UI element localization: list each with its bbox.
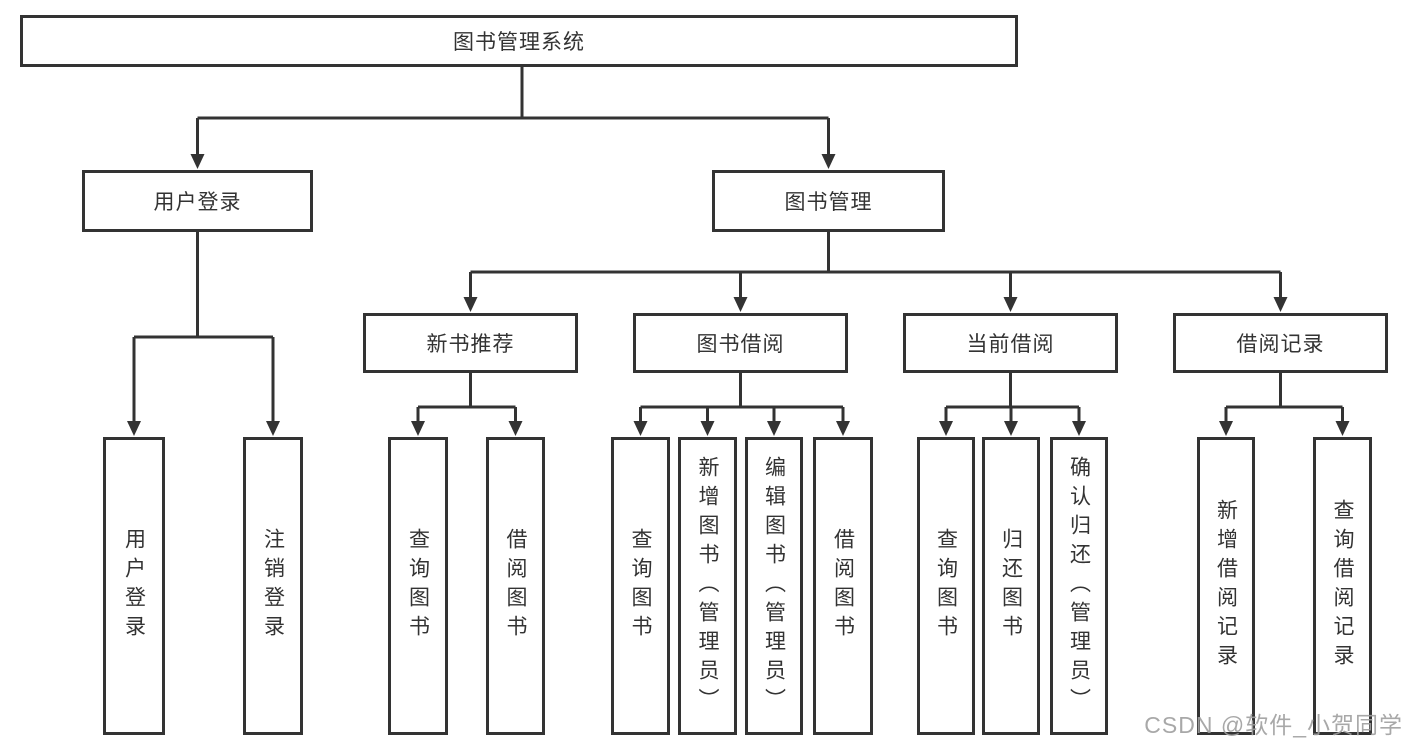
node-borrowing-records: 借阅记录 [1173, 313, 1388, 373]
leaf-edit-books-admin: 编辑图书（管理员） [745, 437, 803, 735]
node-library-management-system: 图书管理系统 [20, 15, 1018, 67]
leaf-query-books-current: 查询图书 [917, 437, 975, 735]
node-label: 图书管理系统 [453, 31, 585, 54]
leaf-label: 查询借阅记录 [1331, 499, 1354, 673]
node-new-book-recommendation: 新书推荐 [363, 313, 578, 373]
node-book-borrowing: 图书借阅 [633, 313, 848, 373]
node-current-borrowing: 当前借阅 [903, 313, 1118, 373]
leaf-borrow-books-newbooks: 借阅图书 [486, 437, 545, 735]
leaf-add-books-admin: 新增图书（管理员） [678, 437, 737, 735]
leaf-confirm-return-admin: 确认归还（管理员） [1050, 437, 1108, 735]
leaf-label: 借阅图书 [504, 528, 527, 644]
node-user-login: 用户登录 [82, 170, 313, 232]
node-label: 当前借阅 [966, 333, 1055, 356]
leaf-logout: 注销登录 [243, 437, 303, 735]
leaf-label: 归还图书 [999, 528, 1023, 644]
leaf-query-books-newbooks: 查询图书 [388, 437, 448, 735]
leaf-query-books-borrowing: 查询图书 [611, 437, 670, 735]
leaf-label: 新增图书（管理员） [696, 455, 719, 717]
leaf-label: 用户登录 [122, 528, 146, 644]
node-book-management: 图书管理 [712, 170, 945, 232]
node-label: 新书推荐 [426, 333, 515, 356]
leaf-label: 查询图书 [629, 528, 652, 644]
node-label: 图书借阅 [696, 333, 785, 356]
leaf-borrow-books-borrowing: 借阅图书 [813, 437, 873, 735]
leaf-query-borrow-record: 查询借阅记录 [1313, 437, 1372, 735]
leaf-label: 借阅图书 [831, 528, 855, 644]
node-label: 图书管理 [784, 191, 873, 214]
leaf-add-borrow-record: 新增借阅记录 [1197, 437, 1255, 735]
leaf-user-login: 用户登录 [103, 437, 165, 735]
leaf-label: 注销登录 [261, 528, 285, 644]
node-label: 借阅记录 [1236, 333, 1325, 356]
leaf-label: 查询图书 [934, 528, 958, 644]
leaf-label: 确认归还（管理员） [1067, 455, 1091, 717]
leaf-label: 查询图书 [406, 528, 430, 644]
leaf-label: 新增借阅记录 [1214, 499, 1238, 673]
leaf-return-books: 归还图书 [982, 437, 1040, 735]
node-label: 用户登录 [153, 191, 242, 214]
leaf-label: 编辑图书（管理员） [762, 455, 786, 717]
csdn-watermark: CSDN @软件_小贺同学 [1144, 712, 1403, 738]
